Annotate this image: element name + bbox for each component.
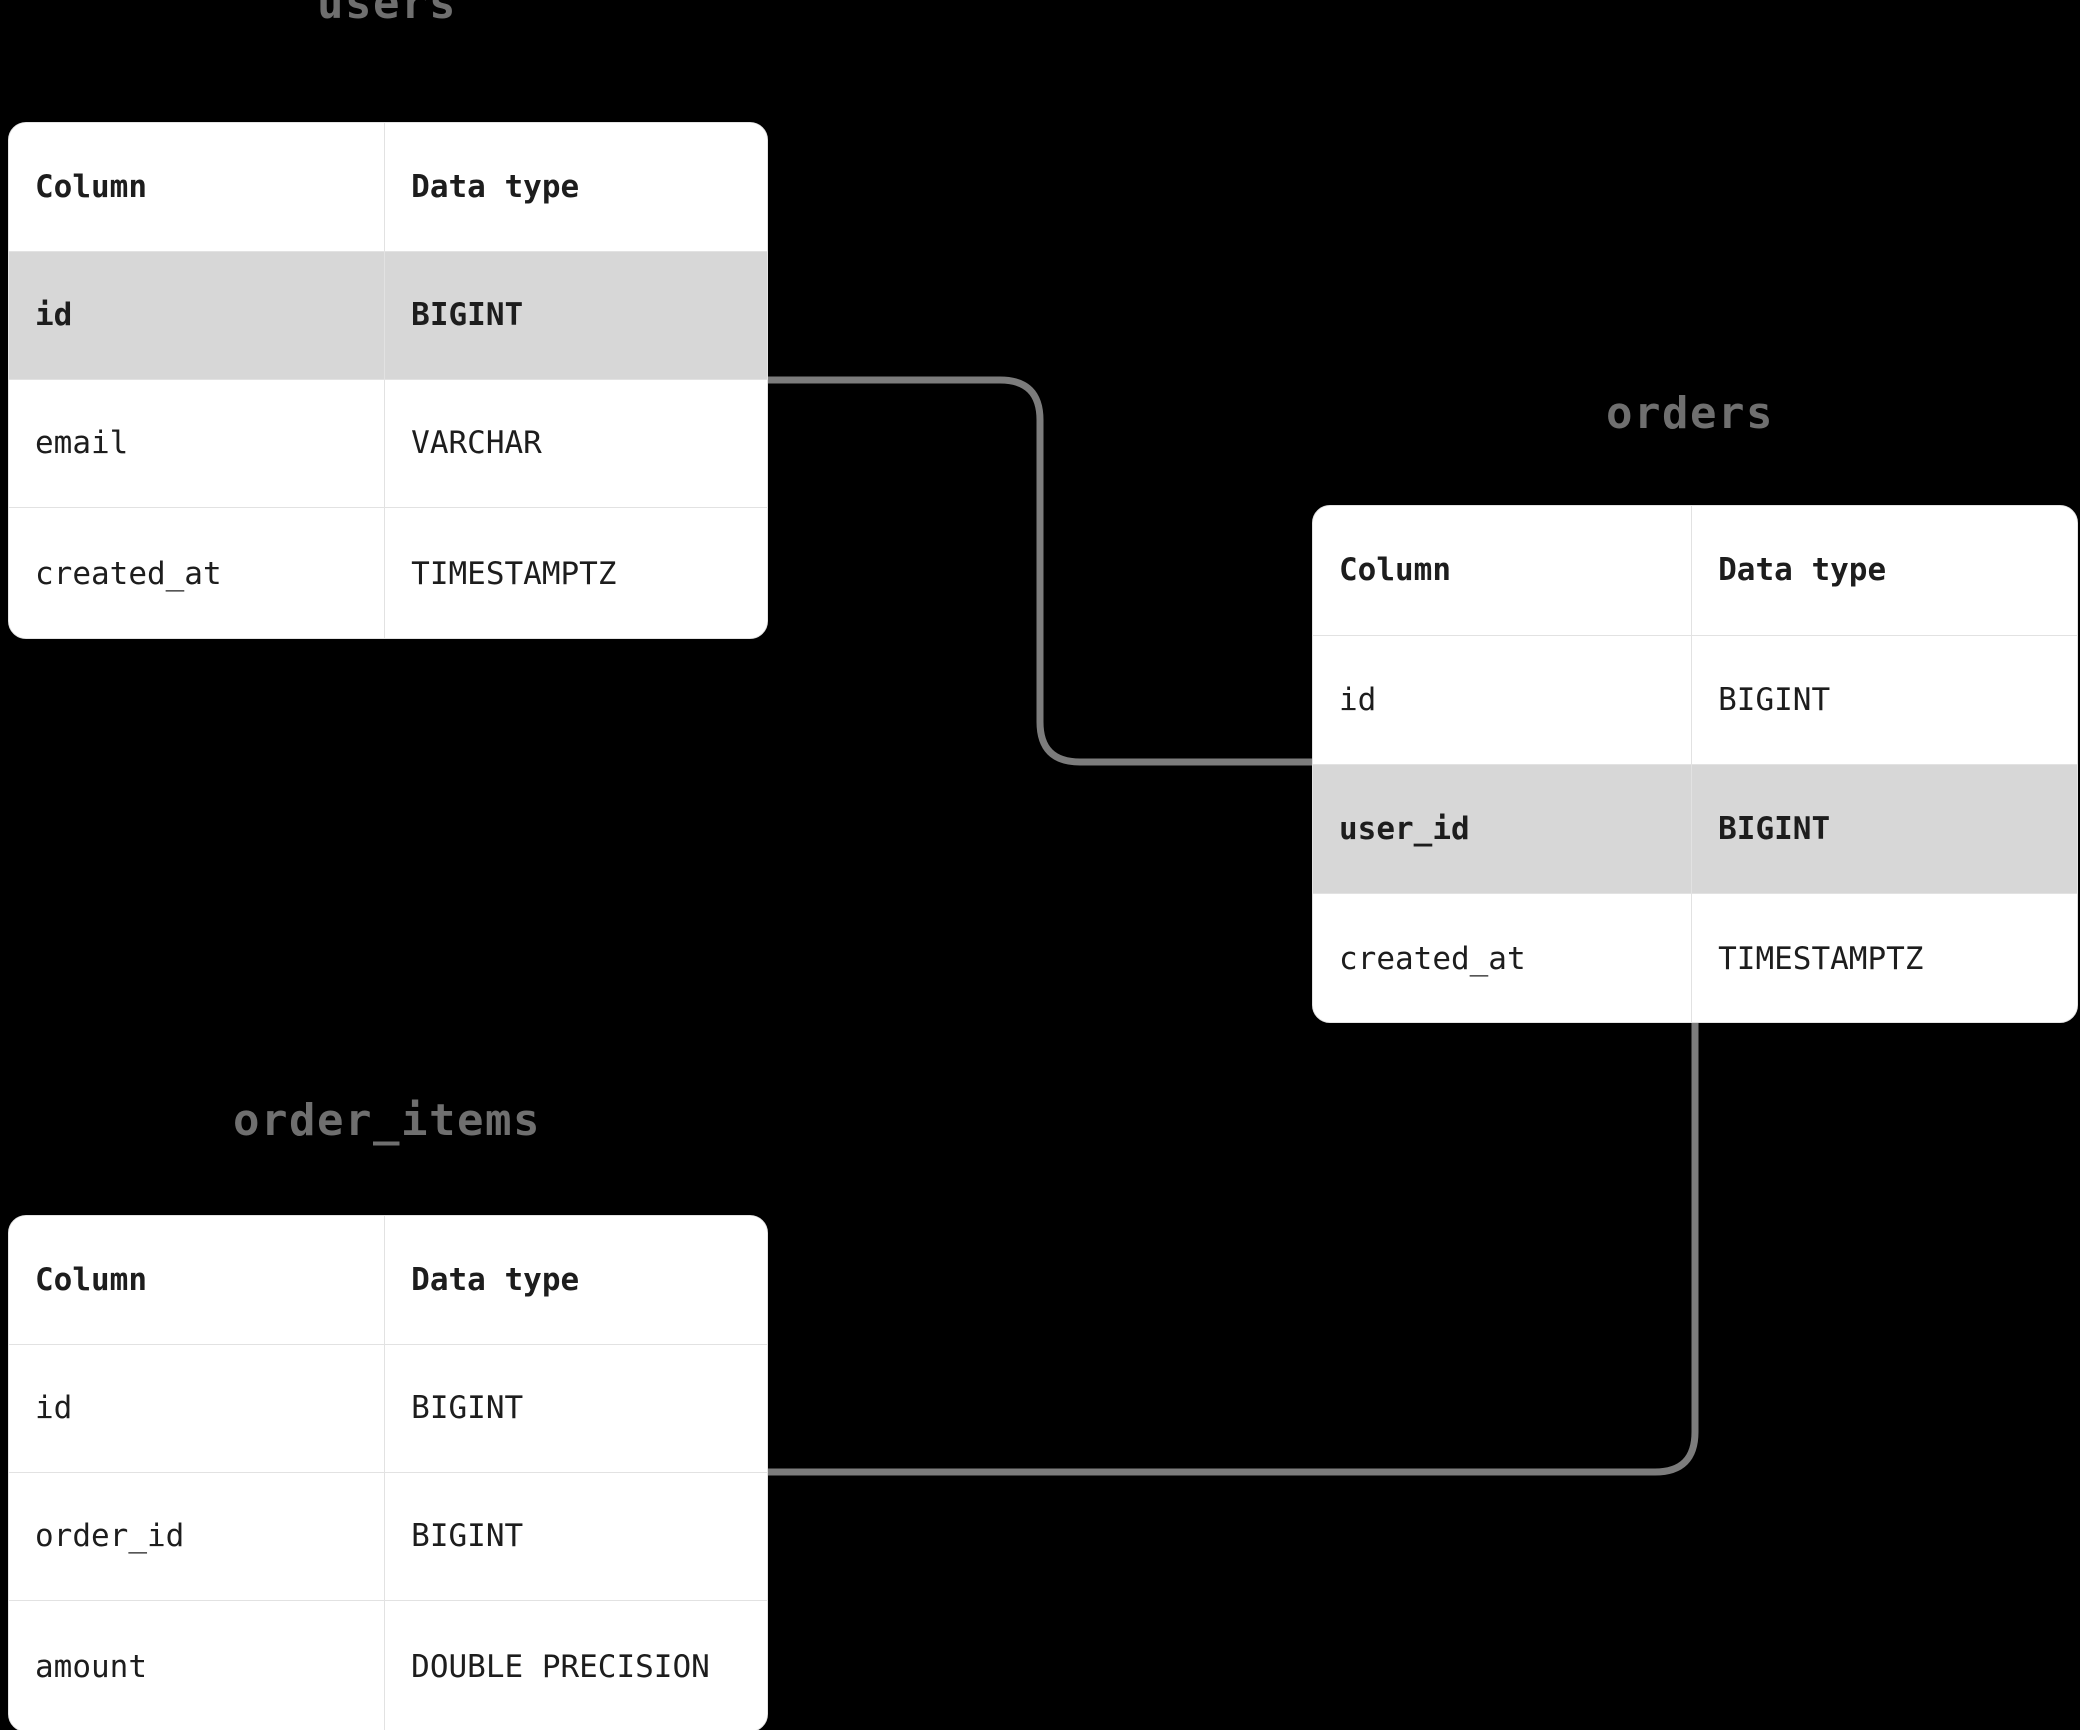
cell-data-type: TIMESTAMPTZ [384,507,767,638]
cell-data-type: VARCHAR [384,379,767,508]
cell-column-name: email [9,379,386,508]
table-header-row: Column Data type [1313,506,2077,636]
table-card-orders[interactable]: Column Data type id BIGINT user_id BIGIN… [1312,505,2078,1023]
table-title-users: users [317,0,457,29]
cell-data-type: BIGINT [384,1344,767,1473]
cell-column-name: id [1313,635,1693,765]
table-grid-orders: Column Data type id BIGINT user_id BIGIN… [1313,506,2077,1022]
table-row[interactable]: id BIGINT [9,251,767,380]
table-row[interactable]: amount DOUBLE PRECISION [9,1600,767,1730]
table-header-row: Column Data type [9,1216,767,1345]
cell-column-name: id [9,1344,386,1473]
table-row[interactable]: email VARCHAR [9,379,767,508]
cell-column-name: amount [9,1600,386,1730]
header-cell-data-type: Data type [384,1216,767,1345]
cell-data-type: BIGINT [384,1472,767,1601]
table-row[interactable]: order_id BIGINT [9,1472,767,1601]
cell-data-type: BIGINT [1691,764,2077,894]
table-grid-order-items: Column Data type id BIGINT order_id BIGI… [9,1216,767,1730]
cell-column-name: id [9,251,386,380]
table-row[interactable]: created_at TIMESTAMPTZ [9,507,767,638]
table-row[interactable]: user_id BIGINT [1313,764,2077,894]
relationship-users-orders [764,376,1316,766]
header-cell-column: Column [9,123,386,252]
header-cell-column: Column [1313,506,1693,636]
table-row[interactable]: created_at TIMESTAMPTZ [1313,893,2077,1022]
table-header-row: Column Data type [9,123,767,252]
table-row[interactable]: id BIGINT [9,1344,767,1473]
cell-data-type: BIGINT [1691,635,2077,765]
table-grid-users: Column Data type id BIGINT email VARCHAR… [9,123,767,638]
cell-data-type: TIMESTAMPTZ [1691,893,2077,1022]
table-title-orders: orders [1606,388,1774,439]
cell-data-type: BIGINT [384,251,767,380]
cell-data-type: DOUBLE PRECISION [384,1600,767,1730]
header-cell-column: Column [9,1216,386,1345]
table-card-order-items[interactable]: Column Data type id BIGINT order_id BIGI… [8,1215,768,1730]
relationship-orders-order-items [764,1018,1699,1476]
cell-column-name: created_at [1313,893,1693,1022]
header-cell-data-type: Data type [1691,506,2077,636]
cell-column-name: order_id [9,1472,386,1601]
cell-column-name: user_id [1313,764,1693,894]
table-card-users[interactable]: Column Data type id BIGINT email VARCHAR… [8,122,768,639]
table-title-order-items: order_items [233,1095,541,1146]
table-row[interactable]: id BIGINT [1313,635,2077,765]
header-cell-data-type: Data type [384,123,767,252]
cell-column-name: created_at [9,507,386,638]
